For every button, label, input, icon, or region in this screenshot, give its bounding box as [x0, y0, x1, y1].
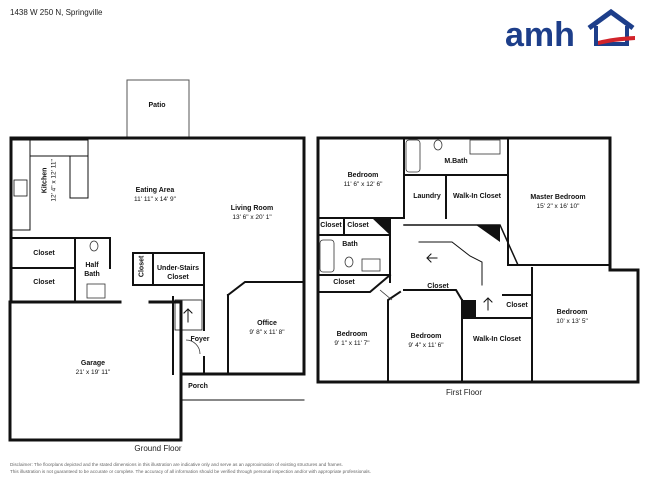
room-patio: Patio [148, 102, 166, 109]
room-laundry: Laundry [413, 193, 441, 200]
room-under-stairs-closet: Under-Stairs Closet [156, 265, 199, 281]
room-m-bath: M.Bath [444, 158, 468, 165]
disclaimer: Disclaimer: The floorplans depicted and … [10, 461, 570, 476]
room-closet-3: Closet [138, 255, 146, 278]
room-closet-5: Closet [347, 222, 369, 229]
room-foyer: Foyer [190, 336, 210, 343]
room-walk-in-closet-2: Walk-In Closet [473, 336, 521, 343]
room-bath: Bath [342, 241, 358, 248]
disclaimer-line-1: Disclaimer: The floorplans depicted and … [10, 462, 343, 467]
room-half-bath: Half Bath [84, 262, 100, 278]
first-floor-label: First Floor [446, 388, 482, 397]
logo-text: amh [505, 16, 575, 52]
disclaimer-line-2: This illustration is not guaranteed to b… [10, 469, 371, 475]
property-address: 1438 W 250 N, Springville [10, 8, 103, 17]
room-closet-4: Closet [320, 222, 342, 229]
room-closet-1: Closet [33, 250, 55, 257]
ground-floor-walls [8, 79, 306, 442]
room-closet-2: Closet [33, 279, 55, 286]
amh-logo: amh [503, 8, 641, 54]
amh-logo-icon: amh [505, 8, 635, 54]
room-walk-in-closet-1: Walk-In Closet [453, 193, 501, 200]
room-porch: Porch [188, 383, 208, 390]
ground-floor-label: Ground Floor [134, 444, 182, 453]
room-closet-7: Closet [427, 283, 449, 290]
room-closet-8: Closet [506, 302, 528, 309]
room-closet-6: Closet [333, 279, 355, 286]
